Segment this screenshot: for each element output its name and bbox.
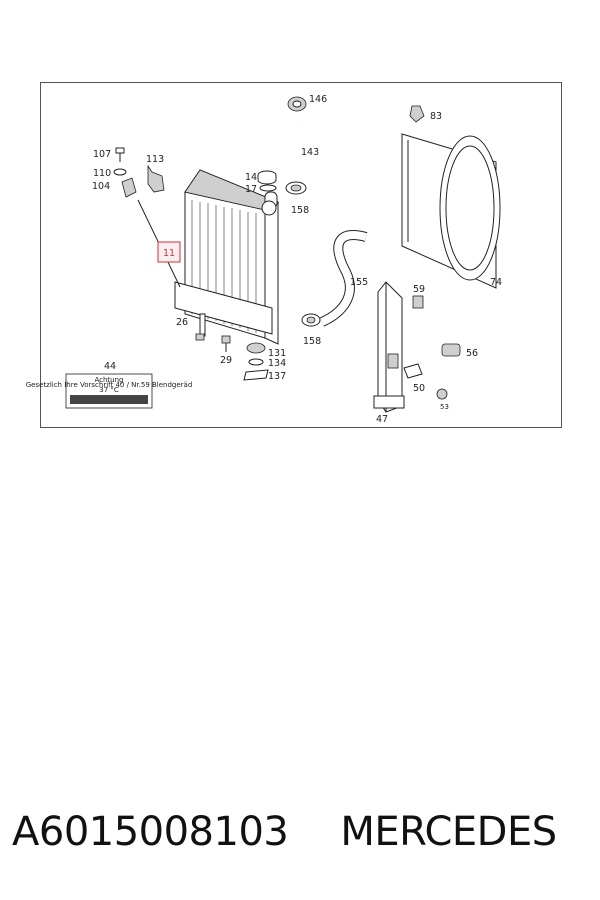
washer-134[interactable] (248, 358, 264, 366)
bolt-107[interactable] (115, 147, 125, 162)
bolt-29[interactable] (221, 335, 231, 352)
label-134[interactable]: 134 (268, 358, 286, 369)
label-158-upper[interactable]: 158 (291, 205, 309, 216)
hose-clamp-146[interactable] (287, 96, 307, 112)
rubber-mount-113[interactable] (147, 164, 165, 193)
part-number: A6015008103 (12, 809, 289, 855)
clip-59[interactable] (412, 295, 424, 309)
parts-diagram: Achtung Gesetzlich Ihre Vorschrift 40 / … (26, 82, 562, 428)
fan-shroud-74[interactable] (401, 133, 501, 289)
label-107[interactable]: 107 (93, 149, 111, 160)
label-104[interactable]: 104 (92, 181, 110, 192)
sensor-56[interactable] (441, 343, 461, 357)
label-146[interactable]: 146 (309, 94, 327, 105)
label-14[interactable]: 14 (245, 172, 257, 183)
washer-110[interactable] (113, 168, 127, 176)
upper-hose-143[interactable] (277, 119, 315, 184)
cap-14[interactable] (257, 170, 277, 185)
label-56[interactable]: 56 (466, 348, 478, 359)
label-110[interactable]: 110 (93, 168, 111, 179)
screw-53[interactable] (436, 388, 448, 400)
expansion-tank-47[interactable] (373, 281, 405, 413)
label-26[interactable]: 26 (176, 317, 188, 328)
bracket-104[interactable] (121, 177, 137, 198)
hose-clamp-158-upper[interactable] (285, 181, 307, 195)
label-59[interactable]: 59 (413, 284, 425, 295)
label-131[interactable]: 131 (268, 348, 286, 359)
label-74[interactable]: 74 (490, 277, 502, 288)
drain-plug-26[interactable] (195, 322, 205, 341)
seal-17[interactable] (259, 184, 277, 192)
label-50[interactable]: 50 (413, 383, 425, 394)
label-29[interactable]: 29 (220, 355, 232, 366)
bracket-137[interactable] (243, 369, 269, 381)
radiator[interactable] (137, 169, 279, 345)
label-44[interactable]: 44 (104, 361, 116, 372)
caption: A6015008103 MERCEDES (12, 802, 592, 862)
sticker-line2: 37 °C (99, 386, 119, 394)
label-113[interactable]: 113 (146, 154, 164, 165)
clip-83[interactable] (409, 105, 425, 123)
warning-sticker-44[interactable]: Achtung Gesetzlich Ihre Vorschrift 40 / … (26, 373, 193, 409)
brand-name: MERCEDES (340, 809, 557, 855)
label-53[interactable]: 53 (440, 403, 449, 411)
label-137[interactable]: 137 (268, 371, 286, 382)
label-47[interactable]: 47 (376, 414, 388, 425)
bracket-50[interactable] (403, 363, 423, 379)
lower-hose-155[interactable] (319, 230, 368, 327)
label-155[interactable]: 155 (350, 277, 368, 288)
hose-clamp-158-lower[interactable] (301, 313, 321, 327)
label-83[interactable]: 83 (430, 111, 442, 122)
label-143[interactable]: 143 (301, 147, 319, 158)
label-17[interactable]: 17 (245, 184, 257, 195)
highlight-box-11 (157, 241, 181, 263)
label-158-lower[interactable]: 158 (303, 336, 321, 347)
label-11[interactable]: 11 (163, 248, 175, 259)
grommet-131[interactable] (246, 342, 266, 354)
sticker-line1: Gesetzlich Ihre Vorschrift 40 / Nr.59 Bl… (26, 381, 193, 389)
sticker-title: Achtung (94, 376, 123, 384)
